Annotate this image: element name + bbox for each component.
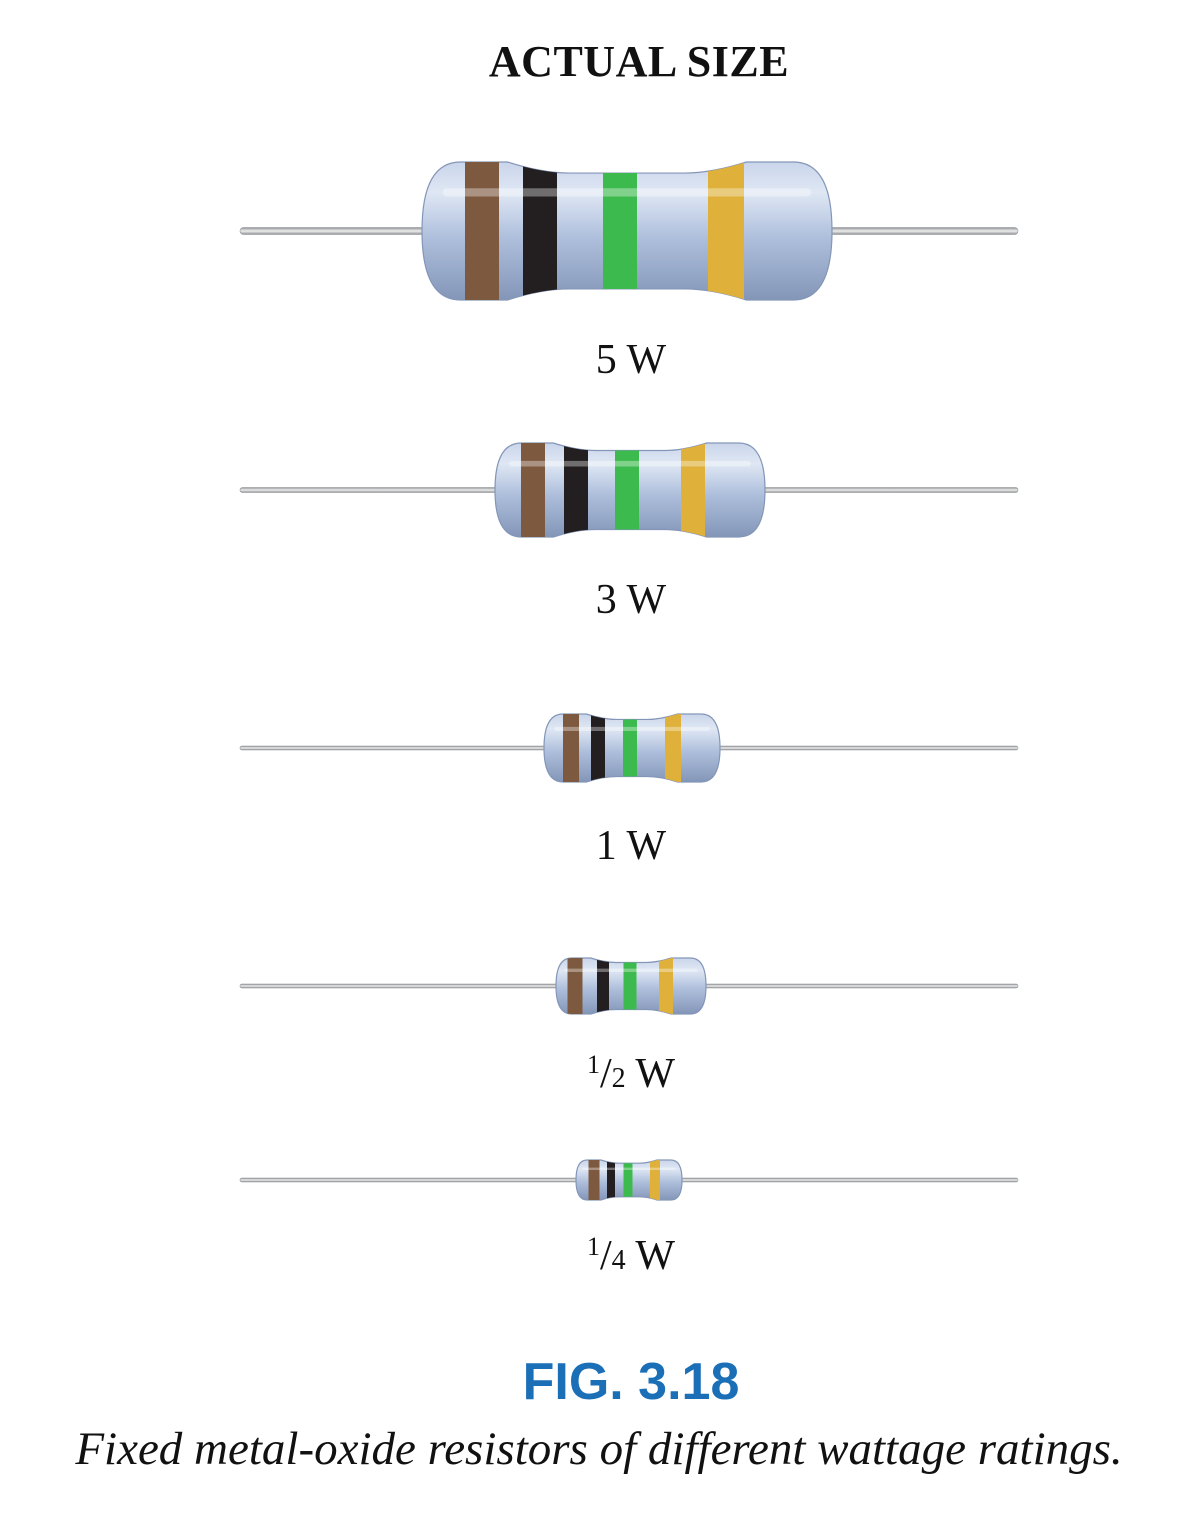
lead-wire-left	[239, 1177, 589, 1183]
color-band-green	[603, 162, 637, 300]
lead-wire-right	[752, 487, 1019, 493]
lead-wire-left	[239, 487, 508, 493]
lead-wire-right	[669, 1177, 1019, 1183]
color-band-gold	[681, 443, 705, 537]
rating-label-3w: 3 W	[595, 577, 667, 623]
rating-label-quarter-w: 1/4 W	[586, 1232, 676, 1279]
color-band-brown	[521, 443, 545, 537]
color-band-green	[623, 958, 637, 1014]
rating-unit: W	[635, 1233, 676, 1279]
color-band-black	[591, 714, 605, 782]
rating-denominator: 4	[611, 1245, 626, 1276]
color-band-brown	[588, 1160, 600, 1200]
color-band-brown	[567, 958, 583, 1014]
resistor	[239, 1159, 1019, 1201]
color-band-gold	[708, 162, 744, 300]
color-band-black	[597, 958, 609, 1014]
figure-header: ACTUAL SIZE	[488, 37, 790, 86]
rating-denominator: 2	[611, 1063, 626, 1094]
rating-label-5w: 5 W	[595, 337, 667, 383]
rating-numerator: 1	[586, 1232, 600, 1261]
lead-wire-left	[239, 227, 435, 235]
lead-wire-left	[239, 983, 569, 989]
rating-unit: W	[635, 1051, 676, 1097]
color-band-black	[564, 443, 588, 537]
resistor	[239, 713, 1019, 783]
color-band-green	[623, 714, 637, 782]
color-band-black	[607, 1160, 615, 1200]
resistor	[239, 442, 1019, 538]
color-band-gold	[659, 958, 673, 1014]
color-band-brown	[563, 714, 579, 782]
color-band-gold	[665, 714, 681, 782]
color-band-green	[615, 443, 639, 537]
rating-label-1w: 1 W	[595, 823, 667, 869]
lead-wire-right	[707, 745, 1019, 751]
lead-wire-right	[819, 227, 1019, 235]
color-band-green	[623, 1160, 633, 1200]
resistor	[239, 161, 1019, 301]
resistor-illustration	[239, 161, 1019, 1201]
rating-label-half-w: 1/2 W	[586, 1050, 676, 1097]
rating-numerator: 1	[586, 1050, 600, 1079]
figure-number: FIG. 3.18	[522, 1353, 740, 1411]
figure-caption: Fixed metal-oxide resistors of different…	[75, 1423, 1123, 1475]
lead-wire-left	[239, 745, 557, 751]
lead-wire-right	[693, 983, 1019, 989]
color-band-black	[523, 162, 557, 300]
color-band-gold	[650, 1160, 660, 1200]
resistor	[239, 957, 1019, 1015]
color-band-brown	[465, 162, 499, 300]
